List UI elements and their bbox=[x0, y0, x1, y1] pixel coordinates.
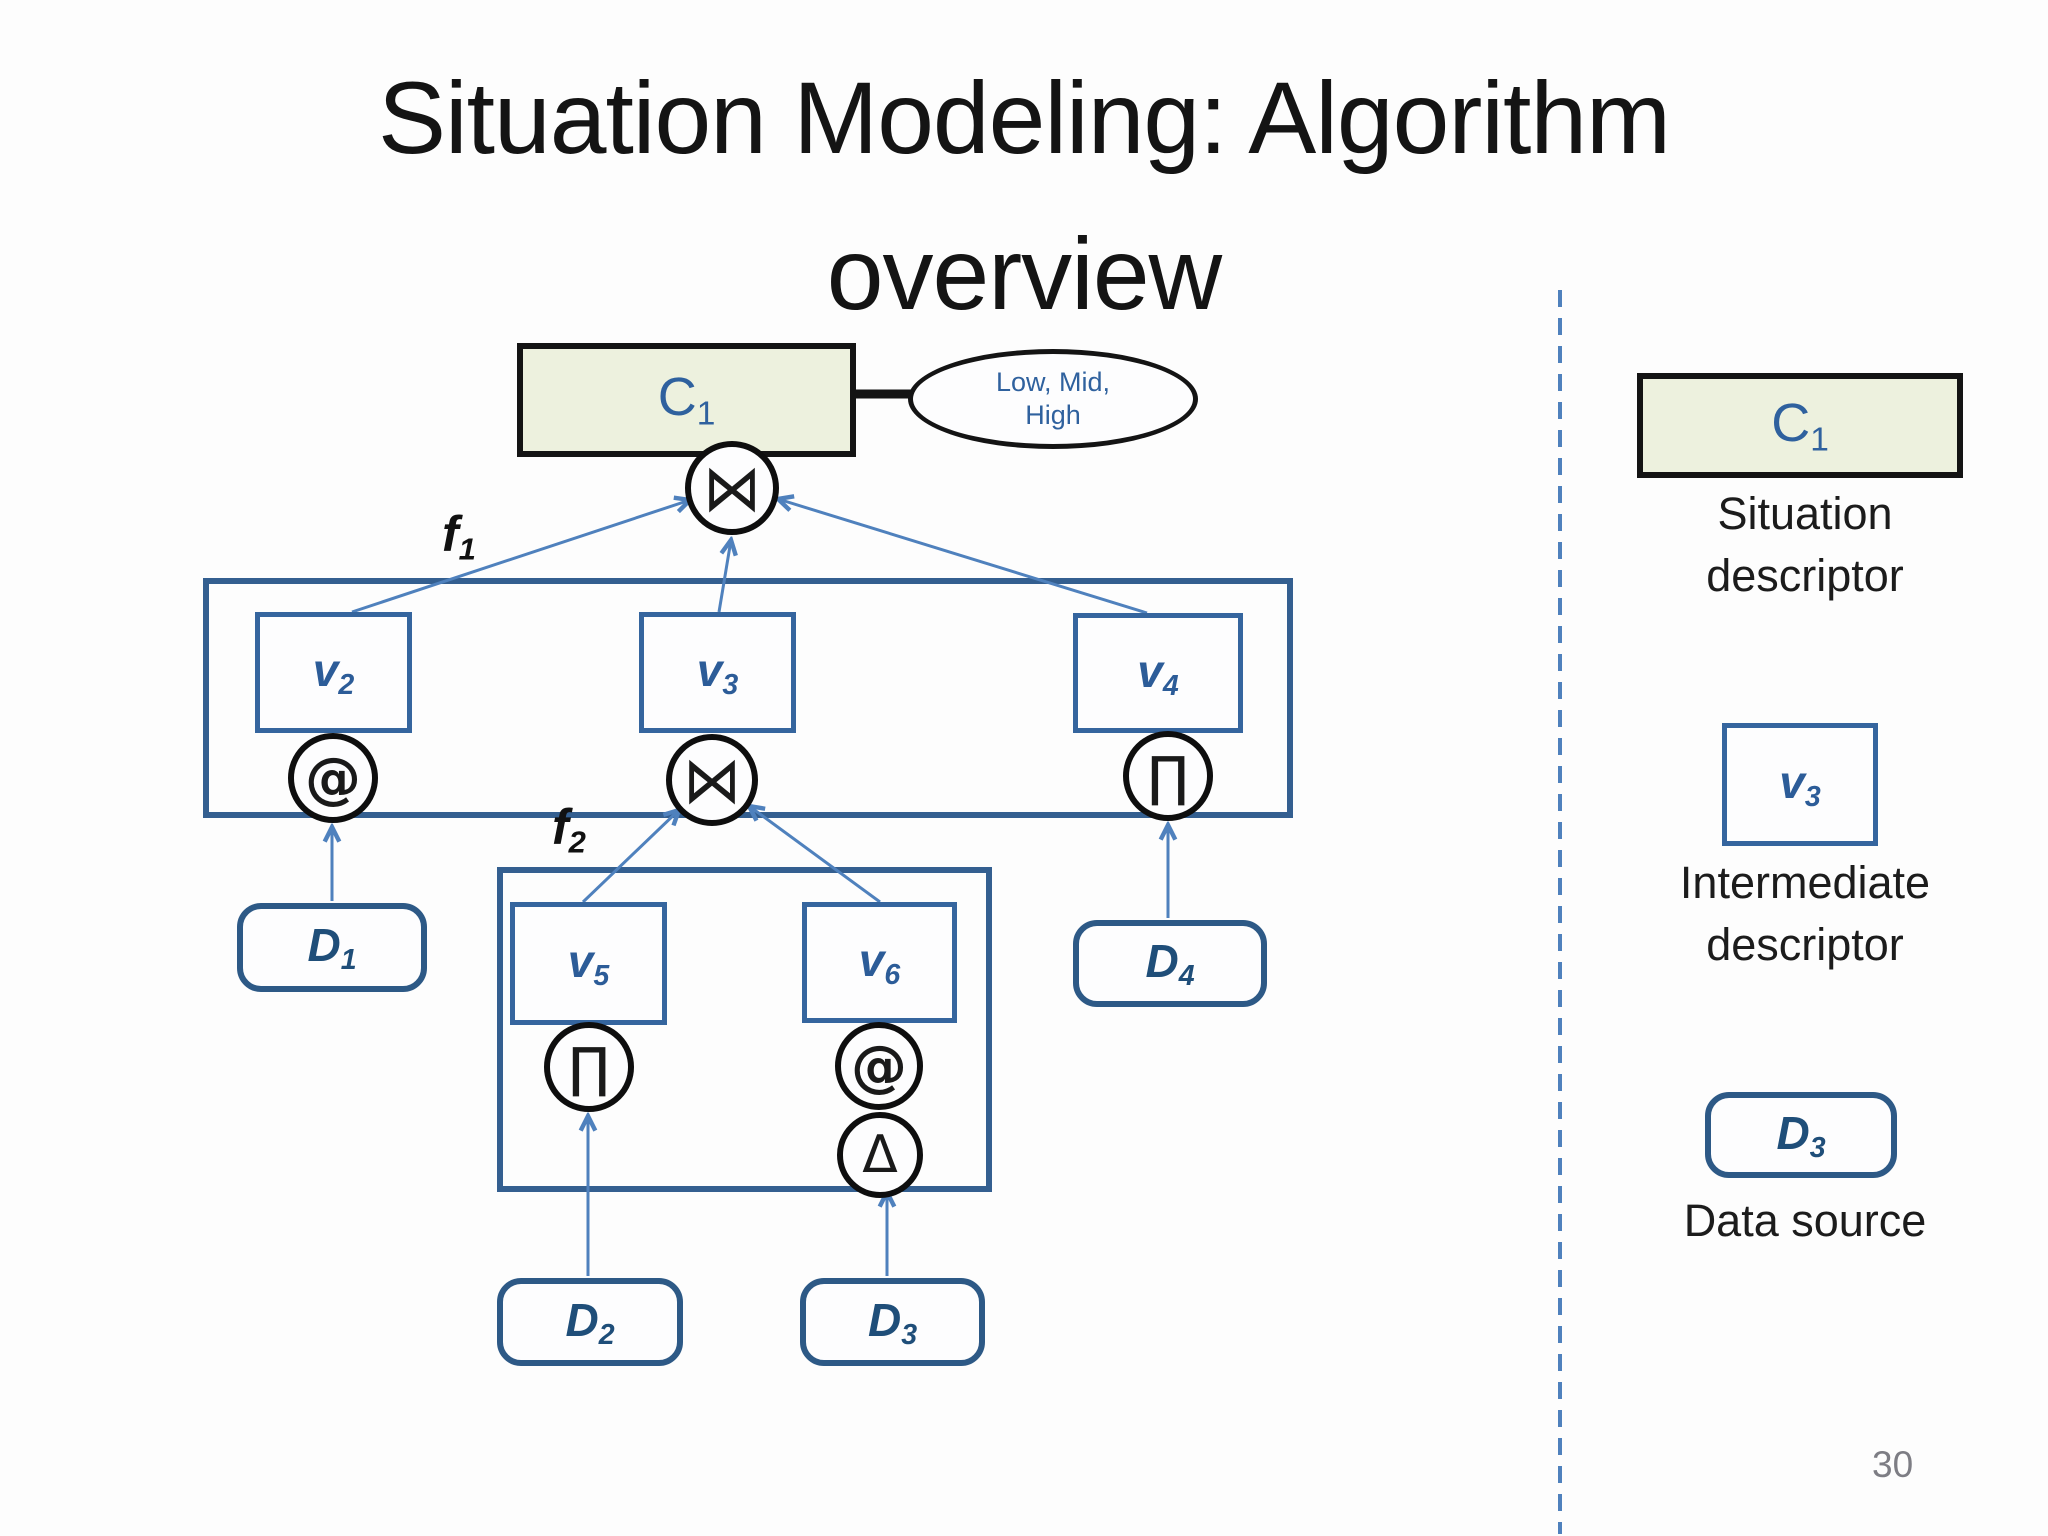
v6-label: v6 bbox=[858, 934, 901, 991]
d2-label: D2 bbox=[565, 1293, 615, 1351]
arrow-v3-to-join1 bbox=[717, 540, 731, 613]
legend-d3-label: D3 bbox=[1776, 1106, 1826, 1164]
intermediate-node-v2: v2 bbox=[255, 612, 412, 733]
legend-situation-descriptor-swatch: C1 bbox=[1637, 373, 1963, 478]
annotation-line2: High bbox=[1025, 400, 1081, 430]
data-source-d1: D1 bbox=[237, 903, 427, 992]
arrow-v5-to-join2 bbox=[581, 810, 679, 904]
annotation-line1: Low, Mid, bbox=[995, 367, 1111, 397]
join1-glyph: ⋈ bbox=[703, 449, 761, 527]
delta-operator-icon: Δ bbox=[837, 1112, 923, 1198]
legend-intermediate-descriptor-label: Intermediate descriptor bbox=[1679, 857, 1931, 970]
join-operator-icon-2: ⋈ bbox=[666, 734, 758, 826]
data-source-d3: D3 bbox=[800, 1278, 985, 1366]
v3-label: v3 bbox=[696, 644, 739, 701]
intermediate-node-v3: v3 bbox=[639, 612, 796, 733]
join2-glyph: ⋈ bbox=[683, 741, 741, 819]
c1-label: C1 bbox=[657, 367, 716, 433]
at-operator-icon-2: @ bbox=[835, 1022, 923, 1110]
at1-glyph: @ bbox=[305, 745, 361, 811]
arrow-v4-to-join1 bbox=[778, 499, 1148, 615]
legend-c1-label: C1 bbox=[1771, 392, 1829, 459]
slide-title-line2: overview bbox=[826, 217, 1222, 331]
legend-situation-descriptor-label: Situation descriptor bbox=[1706, 488, 1904, 601]
project-operator-icon-2: ∏ bbox=[544, 1022, 634, 1112]
d4-label: D4 bbox=[1145, 935, 1195, 992]
v2-label: v2 bbox=[312, 644, 355, 701]
slide-title-line1: Situation Modeling: Algorithm bbox=[377, 61, 1671, 175]
situation-descriptor-node-c1: C1 bbox=[517, 343, 856, 457]
legend-v3-label: v3 bbox=[1779, 756, 1821, 813]
join-operator-icon: ⋈ bbox=[685, 441, 779, 535]
f1-label: f1 bbox=[442, 506, 476, 567]
legend-data-source-label: Data source bbox=[1683, 1195, 1927, 1246]
project2-glyph: ∏ bbox=[568, 1035, 610, 1099]
data-source-d4: D4 bbox=[1073, 920, 1267, 1007]
v5-label: v5 bbox=[567, 935, 610, 992]
data-source-d2: D2 bbox=[497, 1278, 683, 1366]
f2-function-container bbox=[497, 867, 992, 1192]
page-number: 30 bbox=[1872, 1444, 1914, 1485]
project-operator-icon: ∏ bbox=[1123, 731, 1213, 821]
arrow-v2-to-join1 bbox=[351, 500, 690, 614]
legend-data-source-swatch: D3 bbox=[1705, 1092, 1897, 1178]
f2-label: f2 bbox=[552, 799, 586, 860]
at-operator-icon: @ bbox=[288, 733, 378, 823]
intermediate-node-v4: v4 bbox=[1073, 613, 1243, 733]
annotation-ellipse: Low, Mid, High bbox=[908, 349, 1198, 449]
arrow-v6-to-join2 bbox=[749, 806, 881, 904]
legend-intermediate-descriptor-swatch: v3 bbox=[1722, 723, 1878, 846]
v4-label: v4 bbox=[1137, 644, 1179, 702]
slide-title: Situation Modeling: Algorithm overview bbox=[0, 40, 2048, 352]
delta-glyph: Δ bbox=[862, 1125, 898, 1185]
d3-label: D3 bbox=[867, 1293, 918, 1351]
d1-label: D1 bbox=[307, 919, 357, 976]
project1-glyph: ∏ bbox=[1147, 744, 1189, 808]
at2-glyph: @ bbox=[851, 1033, 907, 1099]
intermediate-node-v6: v6 bbox=[802, 902, 957, 1023]
intermediate-node-v5: v5 bbox=[510, 902, 667, 1025]
